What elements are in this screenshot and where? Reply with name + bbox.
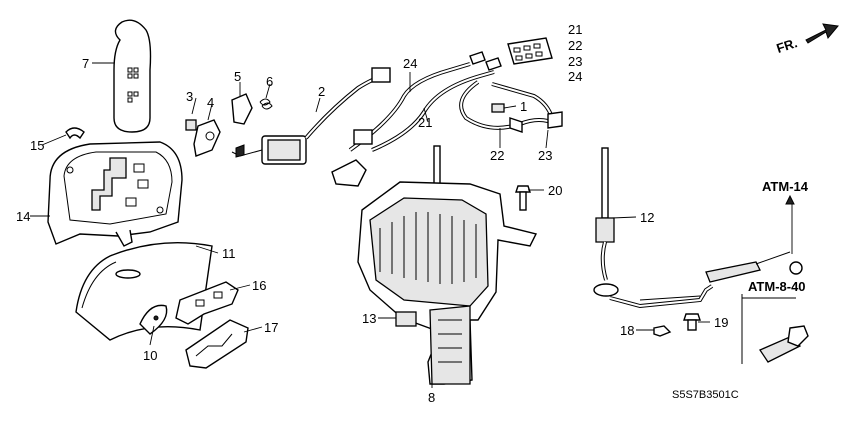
guide-plate [185, 319, 249, 369]
callout-17: 17 [264, 320, 278, 335]
leader-lines [30, 62, 796, 388]
callout-4: 4 [207, 95, 214, 110]
callout-5: 5 [234, 69, 241, 84]
connector-block [507, 37, 553, 65]
flange-bolt [515, 185, 531, 211]
callout-16: 16 [252, 278, 266, 293]
atm-8-40-inset [741, 294, 809, 364]
spring-part [259, 98, 273, 110]
callout-19: 19 [714, 315, 728, 330]
shift-lock-solenoid [231, 135, 307, 165]
cable-bolt [683, 313, 701, 331]
callout-7: 7 [82, 56, 89, 71]
callout-22-a: 22 [568, 38, 582, 53]
callout-10: 10 [143, 348, 157, 363]
callout-15: 15 [30, 138, 44, 153]
collar-part [185, 119, 197, 131]
callout-8: 8 [428, 390, 435, 405]
callout-11: 11 [222, 246, 236, 261]
callout-13: 13 [362, 311, 376, 326]
main-harness [331, 51, 502, 187]
callout-labels: 7 3 4 5 6 2 24 21 21 22 23 24 1 22 23 15… [16, 22, 728, 405]
callout-1: 1 [520, 99, 527, 114]
front-direction-indicator: FR. [775, 23, 839, 56]
callout-22-b: 22 [490, 148, 504, 163]
callout-6: 6 [266, 74, 273, 89]
clip-part [65, 127, 85, 140]
callout-14: 14 [16, 209, 30, 224]
reference-atm-14: ATM-14 [762, 179, 809, 194]
callout-2: 2 [318, 84, 325, 99]
sub-harness [459, 80, 563, 133]
lock-nut [653, 325, 672, 337]
indicator-bracket [175, 281, 239, 325]
callout-18: 18 [620, 323, 634, 338]
callout-20: 20 [548, 183, 562, 198]
solenoid-connector [371, 67, 391, 83]
callout-23-a: 23 [568, 54, 582, 69]
callout-24-a: 24 [403, 56, 417, 71]
front-direction-label: FR. [775, 35, 800, 56]
diagram-code: S5S7B3501C [672, 389, 739, 401]
shift-lever-assembly [357, 145, 538, 385]
lever-bracket [193, 119, 221, 157]
small-plate [139, 304, 168, 335]
shift-indicator-panel [47, 141, 183, 247]
callout-21-b: 21 [568, 22, 582, 37]
callout-21-a: 21 [418, 115, 432, 130]
stopper-lever [231, 93, 253, 125]
position-switch [395, 311, 417, 327]
front-arrow-icon [805, 23, 839, 44]
reference-atm-8-40: ATM-8-40 [748, 279, 806, 294]
callout-24-b: 24 [568, 69, 582, 84]
callout-3: 3 [186, 89, 193, 104]
callout-12: 12 [640, 210, 654, 225]
shift-knob [113, 19, 152, 133]
select-cable [593, 147, 803, 309]
callout-23-b: 23 [538, 148, 552, 163]
